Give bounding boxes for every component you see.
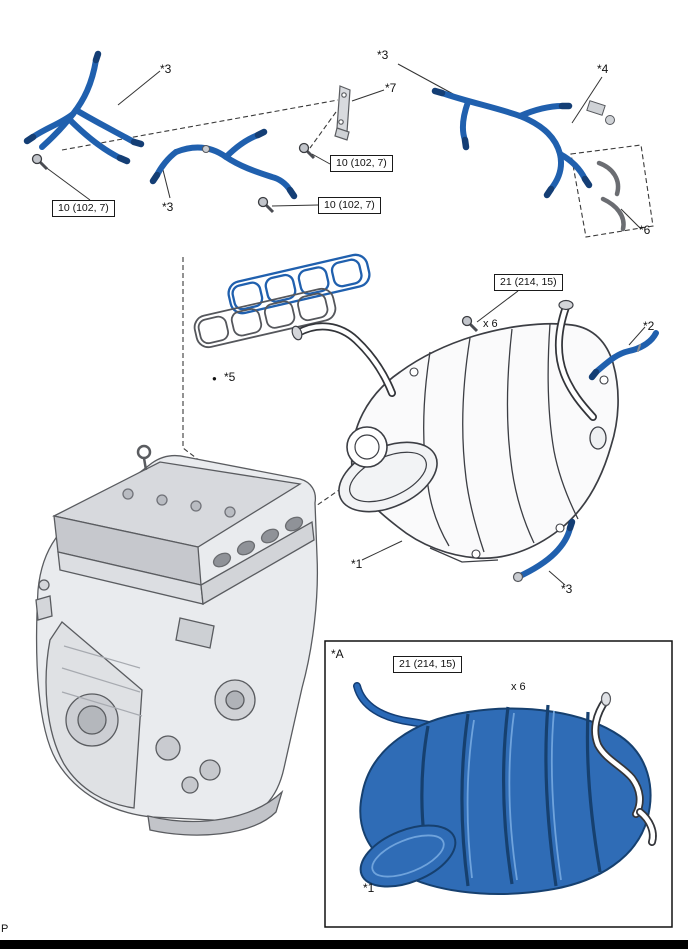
- torque-spec-box-21-main: 21 (214, 15): [494, 274, 563, 291]
- bolt-icon: [461, 315, 479, 333]
- label-part7: *7: [385, 81, 397, 95]
- bullet-marker: ●: [212, 374, 217, 383]
- label-part3-d: *3: [561, 582, 573, 596]
- hose-parts-6: [596, 160, 626, 232]
- label-part3-b: *3: [377, 48, 389, 62]
- label-part5: *5: [224, 370, 236, 384]
- label-part6: *6: [639, 223, 651, 237]
- torque-spec-box-10-a: 10 (102, 7): [52, 200, 115, 217]
- vacuum-hose-assembly-3: [431, 87, 615, 199]
- label-part1-inset: *1: [363, 881, 375, 895]
- bolt-icon: [31, 153, 49, 171]
- bolt-quantity-main: x 6: [483, 318, 498, 330]
- label-part3-a: *3: [160, 62, 172, 76]
- gasket-upper: [227, 253, 371, 315]
- page-letter: P: [1, 923, 9, 935]
- torque-spec-box-10-b: 10 (102, 7): [330, 155, 393, 172]
- label-part4: *4: [597, 62, 609, 76]
- vacuum-hose-assembly-2: [149, 128, 298, 200]
- bracket-part-7: [334, 85, 351, 141]
- bolt-quantity-inset: x 6: [511, 681, 526, 693]
- engine-illustration: [35, 444, 318, 836]
- torque-spec-box-10-c: 10 (102, 7): [318, 197, 381, 214]
- bottom-border-bar: [0, 940, 688, 949]
- label-part1-main: *1: [351, 557, 363, 571]
- label-variant-a: *A: [331, 647, 344, 661]
- bolt-icon: [257, 196, 275, 214]
- hose-part-3-lower: [512, 518, 576, 583]
- label-part3-c: *3: [162, 200, 174, 214]
- inset-manifold-blue: [353, 682, 657, 895]
- label-part2: *2: [643, 319, 655, 333]
- vacuum-hose-assembly-1: [23, 50, 145, 165]
- hose-part-2: [588, 330, 659, 381]
- gasket-lower: [193, 287, 337, 349]
- torque-spec-box-21-inset: 21 (214, 15): [393, 656, 462, 673]
- intake-manifold-line-art: [291, 299, 619, 563]
